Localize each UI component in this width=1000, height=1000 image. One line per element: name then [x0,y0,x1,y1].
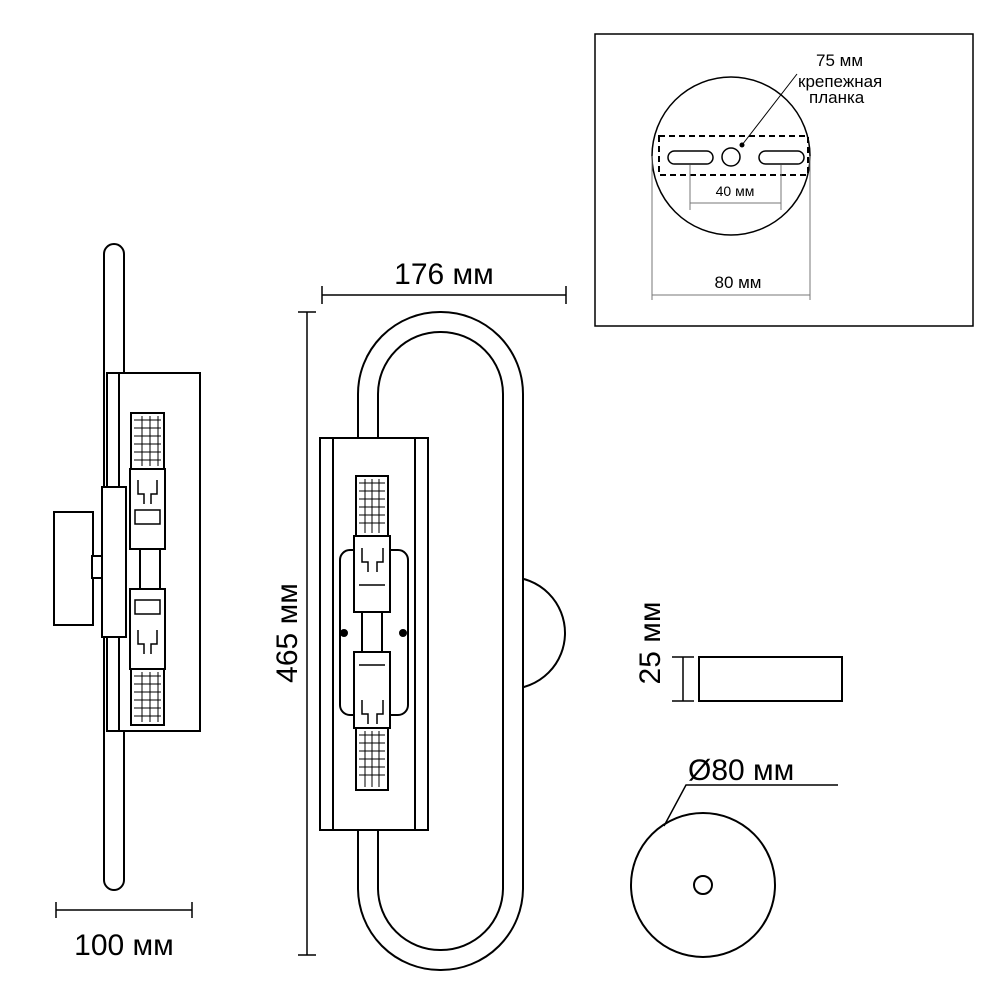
depth-label: 100 мм [74,929,174,962]
thickness-dimension [672,656,694,702]
plate-slot-right [758,150,805,165]
diameter-label: Ø80 мм [688,754,794,787]
plate-name-line1: крепежная [798,72,882,91]
width-dimension [321,286,567,304]
diameter-leader [663,784,838,827]
side-led-module-bottom [130,668,165,726]
front-view [319,311,566,971]
base-center-hole [693,875,713,895]
width-label: 176 мм [394,258,494,291]
depth-dimension [55,902,193,918]
canopy-diameter-label: 80 мм [714,273,761,292]
plate-center-hole [721,147,741,167]
thickness-label: 25 мм [634,602,667,685]
height-label: 465 мм [271,583,304,683]
height-dimension [298,311,316,956]
side-canopy [53,511,94,626]
hole-spacing-label: 40 мм [716,183,755,199]
plate-name-line2: планка [809,88,865,107]
canopy-diameter-dimension [651,156,811,300]
mounting-plate [658,135,809,176]
plate-length-label: 75 мм [816,51,863,70]
side-view [53,243,201,891]
side-led-module-top [130,412,165,470]
hole-spacing-dimension [689,165,782,210]
base-side-view [698,656,843,702]
plate-slot-left [667,150,714,165]
